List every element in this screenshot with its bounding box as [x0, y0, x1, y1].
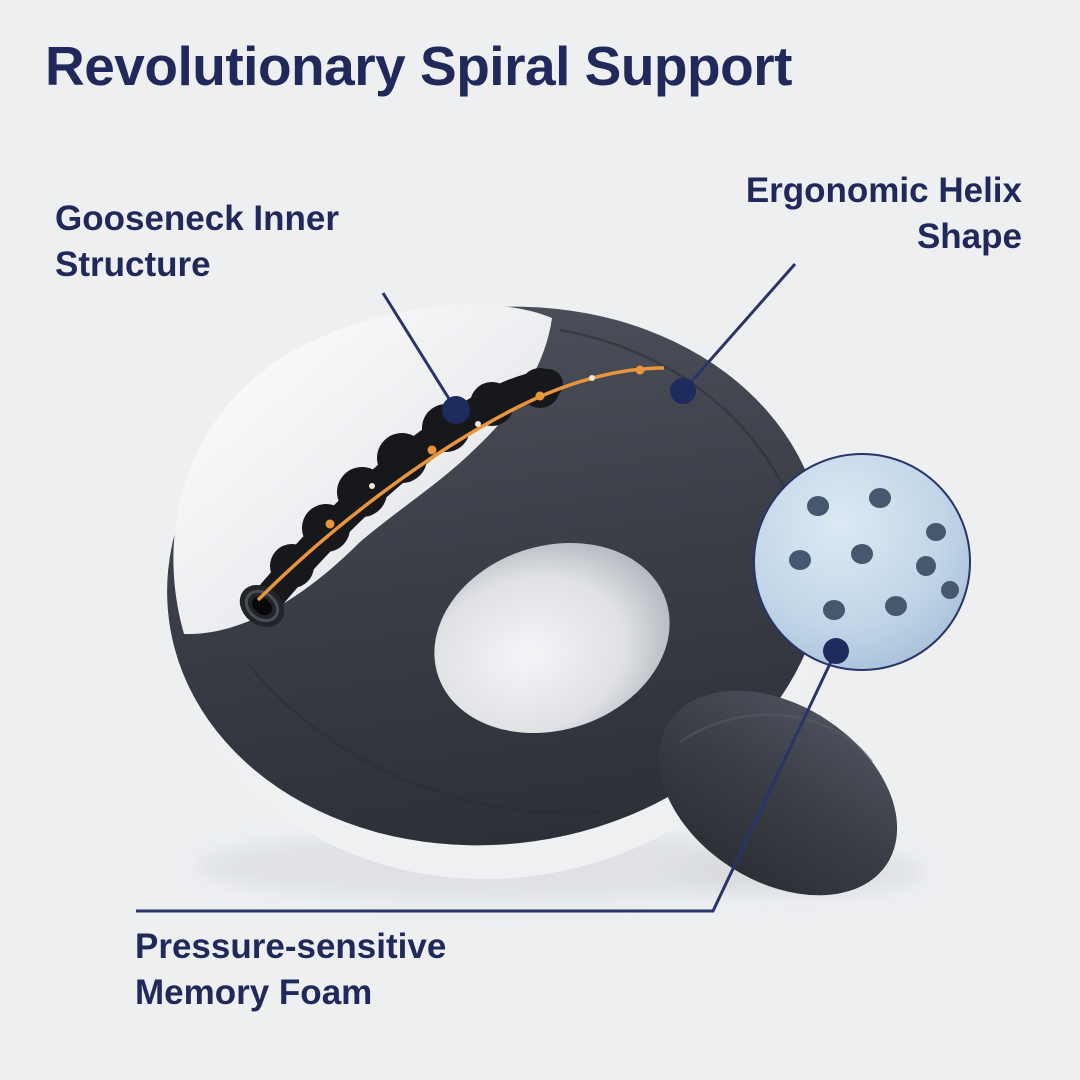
callouts: [136, 263, 849, 913]
label-line: Structure: [55, 245, 211, 285]
pillow-cutaway: [173, 304, 665, 635]
label-line: Ergonomic Helix: [745, 171, 1022, 210]
callout-dot-foam: [823, 638, 849, 664]
pillow-arm: [658, 690, 898, 896]
leader-line-foam: [136, 650, 838, 913]
label-line: Gooseneck Inner: [55, 199, 339, 238]
label-line: Memory Foam: [135, 973, 373, 1013]
fabric-seam: [559, 328, 802, 523]
callout-dot-gooseneck: [442, 396, 470, 424]
spiral-spine-line: [256, 365, 665, 602]
callout-dot-helix: [670, 378, 696, 404]
leader-line-gooseneck: [381, 292, 458, 411]
page-title: Revolutionary Spiral Support: [45, 35, 792, 97]
label-line: Pressure-sensitive: [135, 927, 447, 966]
label-gooseneck-inner-structure: Gooseneck Inner Structure: [55, 196, 339, 288]
leader-line-helix: [681, 263, 797, 392]
label-ergonomic-helix-shape: Ergonomic Helix Shape: [746, 168, 1022, 260]
label-line: Shape: [916, 217, 1022, 257]
label-pressure-sensitive-memory-foam: Pressure-sensitive Memory Foam: [135, 924, 446, 1016]
memory-foam-inset: [753, 453, 971, 671]
pillow-hole: [434, 542, 670, 734]
foam-holes: [789, 488, 959, 620]
fabric-seam: [247, 663, 605, 815]
